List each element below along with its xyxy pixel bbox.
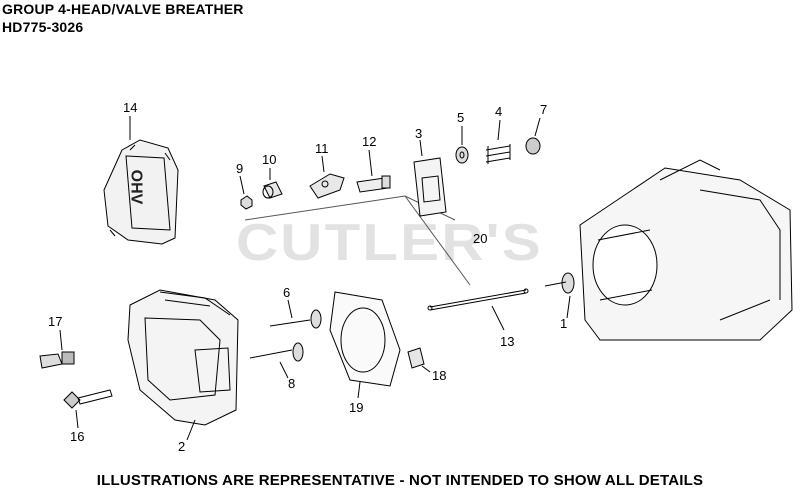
cover-ohv-text: OHV: [127, 169, 145, 205]
part-valve-1: [544, 272, 575, 294]
callout-16: 16: [70, 429, 85, 444]
callout-9: 9: [236, 161, 244, 176]
cylinder-head: [127, 289, 239, 426]
part-rocker-11: [309, 173, 345, 199]
callout-14: 14: [123, 100, 138, 115]
watermark: CUTLER'S: [236, 214, 543, 272]
page-title: GROUP 4-HEAD/VALVE BREATHER: [2, 1, 244, 17]
callout-4: 4: [495, 104, 503, 119]
callout-1: 1: [560, 316, 568, 331]
callout-19: 19: [349, 400, 364, 415]
callout-10: 10: [262, 152, 277, 167]
part-guide-plate-3: [413, 157, 447, 217]
part-valve-6: [269, 309, 322, 329]
part-keeper-7: [525, 137, 541, 155]
callout-11: 11: [315, 141, 329, 156]
part-spark-plug-17: [39, 351, 75, 369]
part-spring-4: [485, 144, 511, 164]
part-pushrod-13: [427, 288, 529, 311]
part-bolt-16: [63, 389, 113, 409]
part-retainer-5: [455, 146, 469, 164]
part-dowel-18: [407, 347, 425, 369]
callout-6: 6: [283, 285, 291, 300]
callout-8: 8: [288, 376, 296, 391]
part-pivot-10: [262, 181, 283, 199]
part-stud-12: [356, 175, 391, 193]
callout-7: 7: [540, 102, 548, 117]
disclaimer-footer: ILLUSTRATIONS ARE REPRESENTATIVE - NOT I…: [96, 472, 704, 489]
callout-5: 5: [457, 110, 465, 125]
callout-12: 12: [362, 134, 377, 149]
callout-18: 18: [432, 368, 447, 383]
callout-17: 17: [48, 314, 63, 329]
callout-3: 3: [415, 126, 423, 141]
crankcase: [579, 159, 793, 341]
valve-cover: [103, 139, 179, 245]
model-number: HD775-3026: [2, 19, 84, 35]
part-nut-9: [240, 195, 253, 210]
part-head-gasket-19: [329, 291, 401, 387]
callout-20: 20: [473, 231, 488, 246]
callout-13: 13: [500, 334, 515, 349]
callout-2: 2: [178, 439, 186, 454]
part-valve-8: [249, 342, 304, 362]
